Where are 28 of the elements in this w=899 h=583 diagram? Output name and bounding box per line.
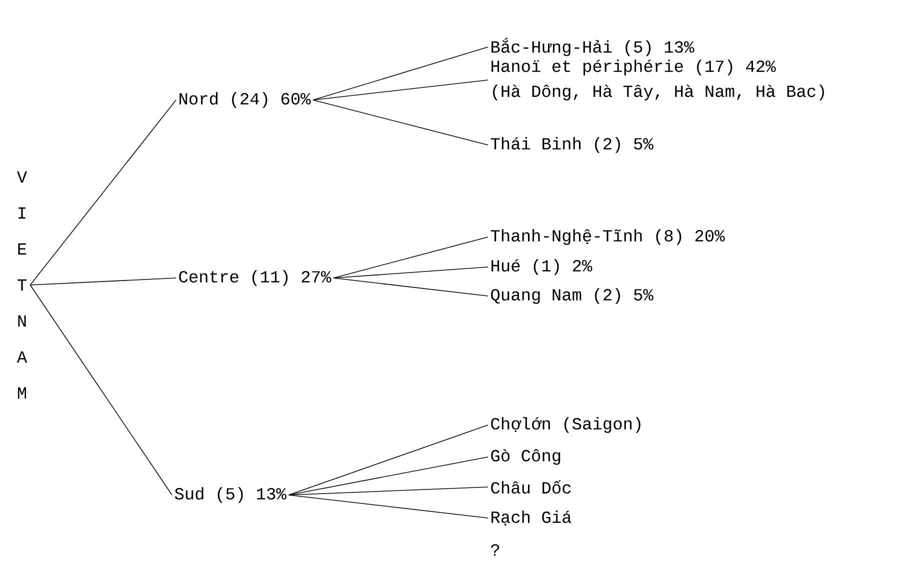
branch-line (288, 456, 488, 496)
branch-line (288, 486, 488, 496)
branch-line (333, 266, 488, 278)
tree-label: Chợlớn (Saigon) (491, 417, 640, 433)
tree-label: Hanoï et périphérie (17) 42% (Hà Dông, Hà Tây, Hà Nam, Hà Bac) (492, 60, 824, 100)
tree-label: Bắc-Hưng-Hải (5) 13% (492, 38, 694, 56)
vertical-label: V I E T N A M (16, 171, 28, 399)
tree-label: Thái Binh (2) 5% (490, 137, 654, 153)
tree-label: Hué (1) 2% (492, 259, 592, 275)
branch-line (333, 278, 488, 296)
tree-label: Nord (24) 60% (180, 92, 311, 108)
branch-line (312, 100, 488, 146)
branch-line (30, 278, 176, 286)
branch-line (30, 100, 176, 286)
branch-line (333, 236, 488, 278)
tree-label: Rạch Giá (492, 510, 572, 526)
tree-label: Centre (11) 27% (179, 270, 332, 286)
tree-label: Gò Công (491, 449, 560, 465)
question-mark: ? (491, 544, 500, 556)
branch-line (312, 46, 488, 100)
tree-label: Quang Nam (2) 5% (491, 288, 654, 304)
tree-label: Sud (5) 13% (174, 487, 286, 503)
branch-line (30, 284, 172, 496)
branch-line (288, 424, 488, 496)
branch-line (312, 80, 488, 100)
branch-line (288, 494, 488, 518)
tree-label: Châu Dốc (491, 480, 571, 494)
tree-label: Thanh-Nghệ-Tĩnh (8) 20% (490, 229, 725, 245)
